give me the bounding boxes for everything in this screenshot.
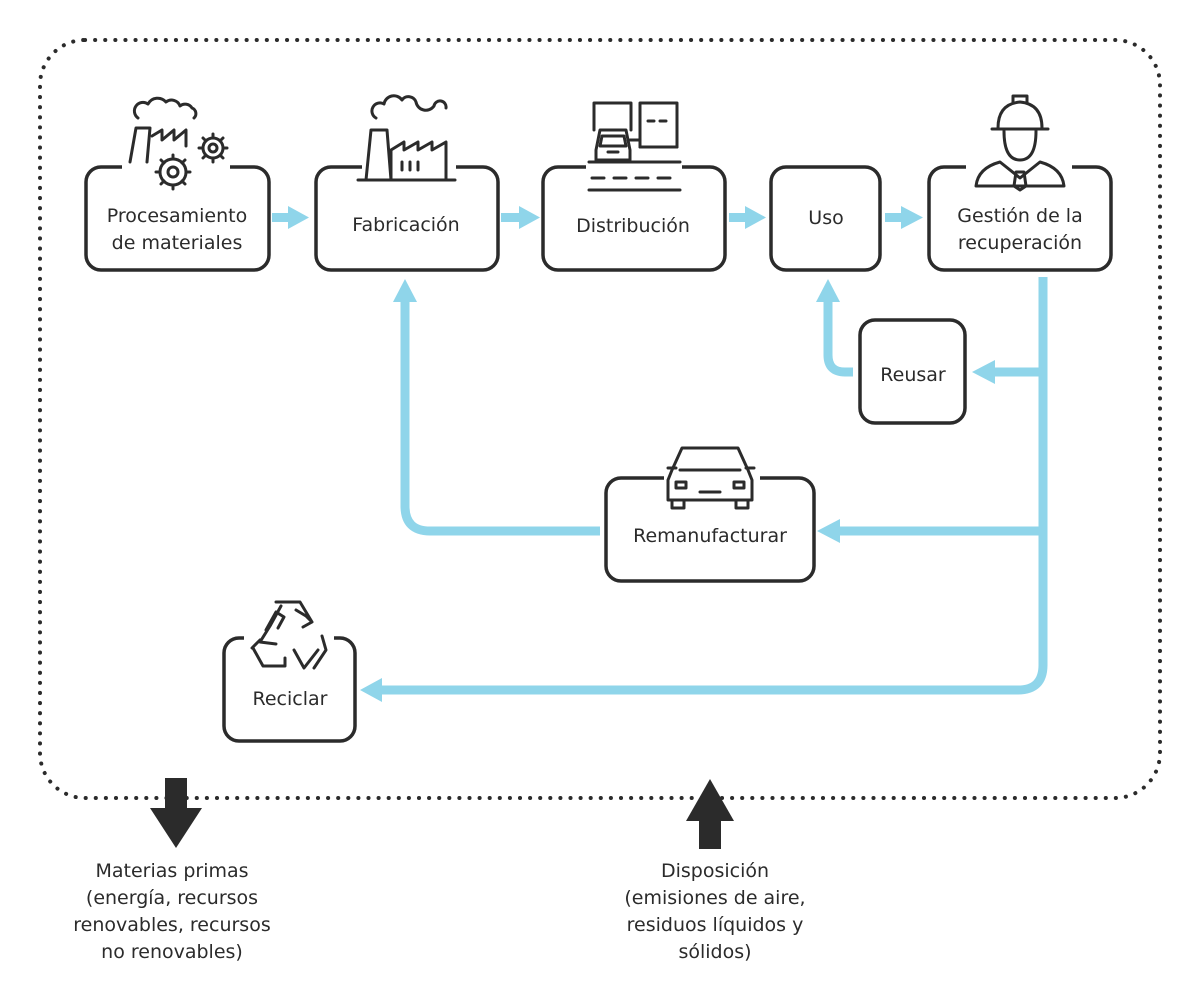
- label-remanufacturar: Remanufacturar: [633, 525, 787, 547]
- arrowhead-to-fabricacion: [393, 279, 417, 302]
- arrowhead-to-reusar: [972, 360, 995, 384]
- label-reusar: Reusar: [880, 364, 946, 386]
- label-procesamiento-line1: Procesamiento: [107, 205, 247, 227]
- factory-gears-icon: [122, 96, 230, 191]
- flow-reusar-to-uso: [823, 300, 853, 377]
- outputs-line1: Disposición: [661, 860, 769, 882]
- label-procesamiento-line2: de materiales: [112, 232, 243, 254]
- label-gestion-line2: recuperación: [958, 232, 1082, 254]
- recycle-icon: [244, 600, 334, 670]
- inputs-line4: no renovables): [101, 941, 243, 963]
- outputs-line2: (emisiones de aire,: [624, 887, 805, 909]
- label-uso: Uso: [808, 207, 843, 229]
- flow-fabricacion-to-distribucion: [501, 206, 540, 229]
- flow-remanufacturar-to-fabricacion: [400, 300, 600, 536]
- flow-procesamiento-to-fabricacion: [272, 206, 309, 229]
- node-reusar-box: [858, 318, 967, 425]
- output-arrow-up: [686, 779, 734, 849]
- engineer-icon: [966, 94, 1072, 192]
- factory-icon: [356, 94, 457, 182]
- label-reciclar: Reciclar: [253, 688, 328, 710]
- truck-icon: [586, 101, 682, 192]
- arrowhead-to-remanufacturar: [817, 519, 840, 543]
- car-icon: [664, 446, 760, 510]
- flow-recovery-trunk: [380, 277, 1048, 695]
- flow-distribucion-to-uso: [729, 206, 766, 229]
- input-arrow-down: [150, 778, 202, 848]
- label-fabricacion: Fabricación: [352, 214, 459, 236]
- arrowhead-to-reciclar: [360, 678, 382, 702]
- flow-uso-to-gestion: [885, 206, 923, 229]
- inputs-line3: renovables, recursos: [73, 914, 270, 936]
- outputs-line3: residuos líquidos y: [627, 914, 804, 936]
- system-boundary: [38, 38, 1162, 800]
- arrowhead-to-uso: [816, 279, 840, 302]
- outputs-line4: sólidos): [678, 941, 751, 963]
- inputs-line2: (energía, recursos: [86, 887, 258, 909]
- node-uso-box: [769, 165, 882, 272]
- inputs-line1: Materias primas: [95, 860, 248, 882]
- label-distribucion: Distribución: [576, 215, 690, 237]
- label-gestion-line1: Gestión de la: [957, 205, 1082, 227]
